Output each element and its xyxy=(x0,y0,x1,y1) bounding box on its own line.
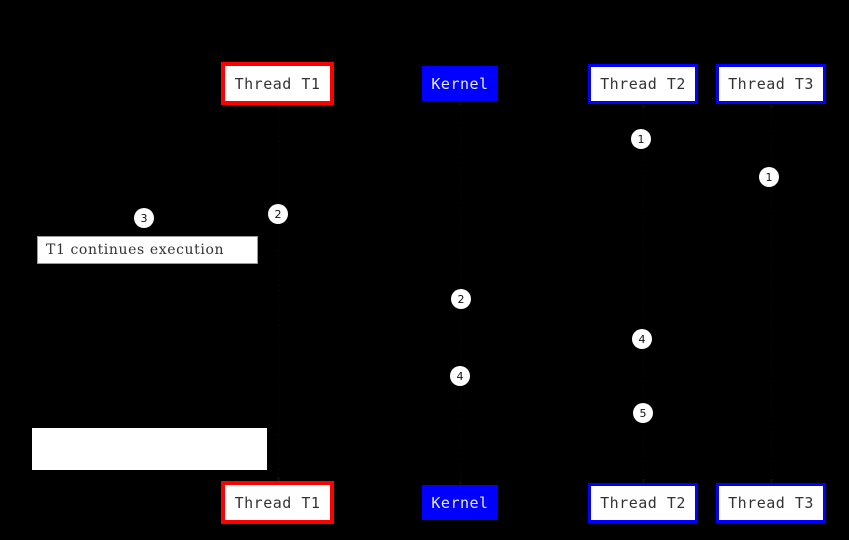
lifeline-t3 xyxy=(771,104,773,483)
lifeline-label-t1-bottom: Thread T1 xyxy=(234,493,321,512)
blank-box-empty-note xyxy=(32,428,267,470)
lifeline-label-t3-top: Thread T3 xyxy=(728,75,814,93)
lifeline-label-t2-bottom: Thread T2 xyxy=(600,494,686,512)
lifeline-label-t1-top: Thread T1 xyxy=(234,74,321,93)
lifeline-head-t3-top[interactable]: Thread T3 xyxy=(716,64,826,104)
step-marker-1-thread-t2: 1 xyxy=(631,129,651,149)
step-marker-2-thread-t1: 2 xyxy=(268,204,288,224)
lifeline-label-kernel-top: Kernel xyxy=(431,74,489,93)
step-marker-4-thread-t2: 4 xyxy=(632,329,652,349)
lifeline-stub-top-t2 xyxy=(642,104,645,108)
lifeline-stub-bottom-kernel xyxy=(459,481,462,485)
step-marker-3-thread-t1: 3 xyxy=(134,208,154,228)
step-marker-1-thread-t3: 1 xyxy=(759,167,779,187)
lifeline-head-t2-bottom[interactable]: Thread T2 xyxy=(588,483,698,523)
lifeline-stub-bottom-t2 xyxy=(642,479,645,483)
step-marker-2-kernel: 2 xyxy=(451,289,471,309)
lifeline-head-t3-bottom[interactable]: Thread T3 xyxy=(716,483,826,523)
step-marker-4-kernel: 4 xyxy=(450,366,470,386)
lifeline-t1 xyxy=(278,105,280,481)
lifeline-stub-top-kernel xyxy=(459,101,462,105)
step-marker-5-thread-t2: 5 xyxy=(633,403,653,423)
lifeline-stub-bottom-t1 xyxy=(277,477,280,481)
lifeline-label-kernel-bottom: Kernel xyxy=(431,493,489,512)
note-t1-continues: T1 continues execution xyxy=(37,236,258,264)
lifeline-head-kernel-top[interactable]: Kernel xyxy=(422,66,498,101)
lifeline-t2 xyxy=(643,104,645,483)
lifeline-label-t2-top: Thread T2 xyxy=(600,75,686,93)
lifeline-head-t1-top[interactable]: Thread T1 xyxy=(221,62,334,105)
lifeline-head-t1-bottom[interactable]: Thread T1 xyxy=(221,481,334,524)
lifeline-head-kernel-bottom[interactable]: Kernel xyxy=(422,485,498,520)
lifeline-stub-top-t3 xyxy=(770,104,773,108)
lifeline-stub-top-t1 xyxy=(277,105,280,109)
lifeline-stub-bottom-t3 xyxy=(770,479,773,483)
lifeline-head-t2-top[interactable]: Thread T2 xyxy=(588,64,698,104)
lifeline-label-t3-bottom: Thread T3 xyxy=(728,494,814,512)
